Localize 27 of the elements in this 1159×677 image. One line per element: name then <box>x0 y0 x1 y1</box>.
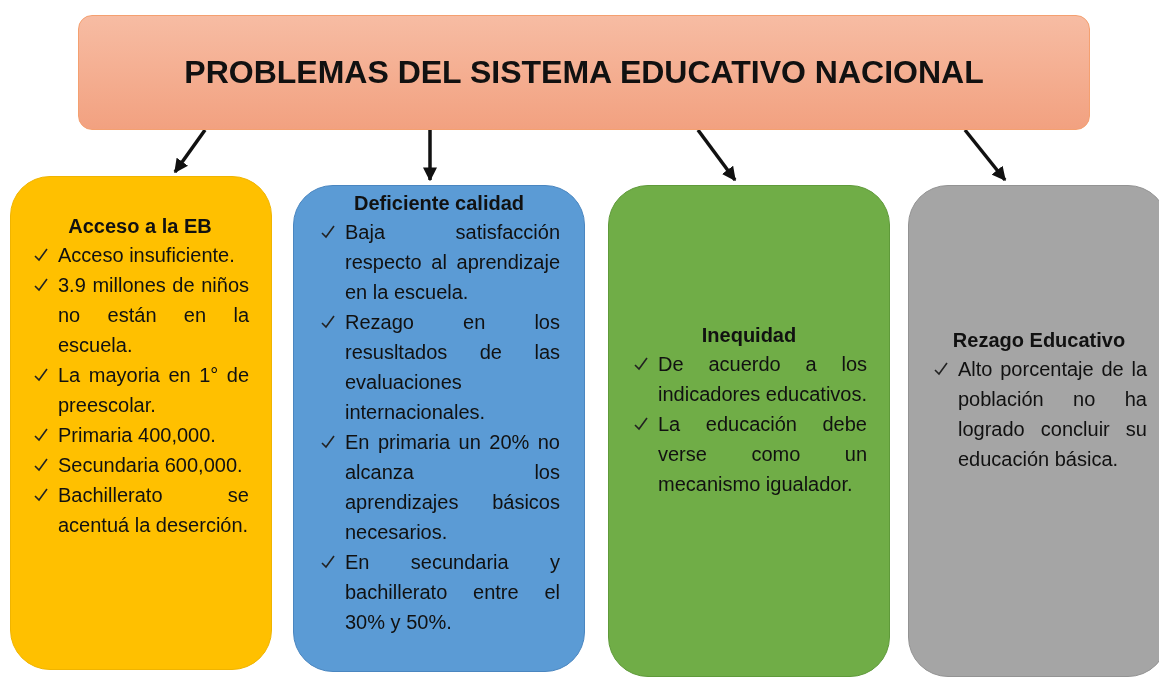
bullet-text: Rezago en los resusltados de las evaluaciones internacionales. <box>345 310 560 425</box>
title-banner <box>78 15 1090 130</box>
card-heading: Inequidad <box>700 323 798 347</box>
bullet-text: 3.9 millones de niños no están en la escuela. <box>58 273 249 358</box>
category-card <box>10 176 272 670</box>
bullet-text: Secundaria 600,000. <box>58 453 244 478</box>
category-card <box>293 185 585 672</box>
title-text: PROBLEMAS DEL SISTEMA EDUCATIVO NACIONAL <box>184 54 984 91</box>
bullet-text: Primaria 400,000. <box>58 423 217 448</box>
bullet-text: Bachillerato se acentuá la deserción. <box>58 483 249 538</box>
bullet-text: En primaria un 20% no alcanza los aprendizajes básicos necesarios. <box>345 430 560 545</box>
bullet-text: La mayoria en 1° de preescolar. <box>58 363 249 418</box>
arrow <box>173 129 207 174</box>
bullet-text: Baja satisfacción respecto al aprendizaje en la escuela. <box>345 220 560 305</box>
arrow <box>963 128 1007 182</box>
category-card <box>908 185 1159 677</box>
card-heading: Deficiente calidad <box>352 192 526 215</box>
arrow <box>696 128 737 182</box>
bullet-text: La educación debe verse como un mecanismo igualador. <box>658 411 867 497</box>
bullet-text: Alto porcentaje de la población no ha logrado concluir su educación básica. <box>958 356 1147 472</box>
bullet-text: En secundaria y bachillerato entre el 30% y 50%. <box>345 550 560 635</box>
category-card <box>608 185 890 677</box>
arrow <box>423 130 437 182</box>
bullet-text: De acuerdo a los indicadores educativos. <box>658 351 867 407</box>
card-heading: Rezago Educativo <box>951 328 1127 352</box>
bullet-text: Acceso insuficiente. <box>58 243 236 268</box>
card-heading: Acceso a la EB <box>67 215 213 238</box>
